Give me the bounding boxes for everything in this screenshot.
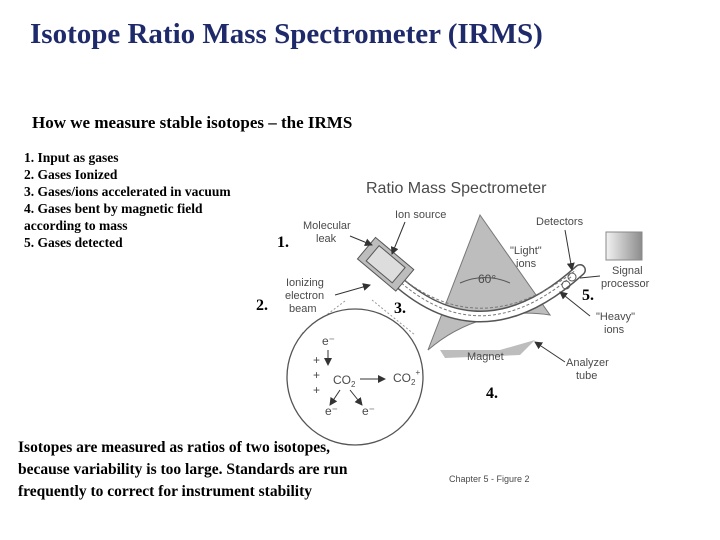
slide-title: Isotope Ratio Mass Spectrometer (IRMS) <box>30 18 543 50</box>
light-ions-label: "Light" ions <box>510 245 545 270</box>
step-item: 3. Gases/ions accelerated in vacuum <box>24 184 231 199</box>
step-item: 5. Gases detected <box>24 235 123 250</box>
magnet-label: Magnet <box>467 351 504 363</box>
heavy-ions-label: "Heavy" ions <box>596 311 638 336</box>
electron-label: e⁻ <box>322 334 335 348</box>
co2-ion-label: CO2+ <box>393 368 420 387</box>
positive-charges: + + + <box>313 353 323 397</box>
figure-caption: Chapter 5 - Figure 2 <box>449 474 530 484</box>
angle-label: 60° <box>478 272 496 286</box>
step-marker-3: 3. <box>394 300 406 317</box>
step-marker-5: 5. <box>582 287 594 304</box>
molecular-leak-label: Molecular leak <box>303 220 354 245</box>
ionizing-beam-label: Ionizing electron beam <box>285 277 327 315</box>
step-marker-4: 4. <box>486 385 498 402</box>
analyzer-tube-label: Analyzer tube <box>566 357 612 382</box>
electron-label: e⁻ <box>362 404 375 418</box>
ionization-inset <box>286 308 424 446</box>
note-text: Isotopes are measured as ratios of two i… <box>18 439 348 500</box>
co2-label: CO2 <box>333 373 356 389</box>
detector-cup <box>561 280 571 290</box>
detectors-label: Detectors <box>536 216 584 228</box>
step-item: 2. Gases Ionized <box>24 167 118 182</box>
ion-source-label: Ion source <box>395 209 446 221</box>
slide-subtitle: How we measure stable isotopes – the IRM… <box>32 113 353 132</box>
magnet-body <box>440 340 535 358</box>
step-item: 4. Gases bent by magnetic field accordin… <box>24 201 203 233</box>
steps-list: 1. Input as gases 2. Gases Ionized 3. Ga… <box>24 149 254 251</box>
signal-processor-label: Signal processor <box>601 265 650 290</box>
detector-cup <box>567 272 577 282</box>
step-marker-1: 1. <box>277 234 289 251</box>
signal-processor-box <box>605 231 643 261</box>
electron-label: e⁻ <box>325 404 338 418</box>
diagram-title: Ratio Mass Spectrometer <box>366 180 547 197</box>
step-item: 1. Input as gases <box>24 150 119 165</box>
step-marker-2: 2. <box>256 297 268 314</box>
